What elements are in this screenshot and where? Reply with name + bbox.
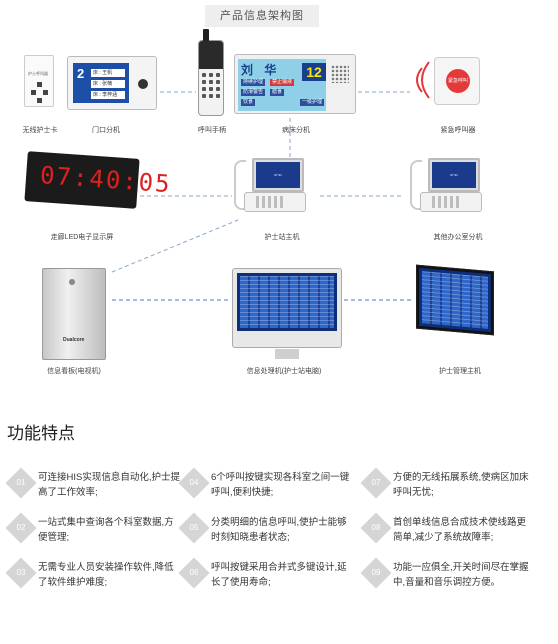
bed-tag: 饮食 <box>241 99 256 106</box>
card-screen-text: 护士呼叫器 <box>28 71 48 76</box>
connection-lines <box>111 91 414 301</box>
feature-text: 呼叫按键采用合并式多键设计,延长了使用寿命; <box>211 562 347 588</box>
led-label: 走廊LED电子显示屏 <box>50 234 114 241</box>
power-icon <box>69 279 75 285</box>
feature-number-badge: 08 <box>360 512 392 544</box>
feature-number-badge: 07 <box>360 467 392 499</box>
feature-number-badge: 04 <box>178 467 210 499</box>
led-display: 07:40:05 <box>24 151 172 209</box>
call-handset <box>198 29 224 116</box>
bed-unit-screen: 刘 华 12 持续护理 禁止输液 防滑警告 膳食 饮食 一级护理 <box>238 59 326 111</box>
station-screen-time: 07:31 <box>256 162 300 188</box>
handset-keypad <box>202 73 220 98</box>
patient-name: 刘 华 <box>241 63 281 77</box>
bed-tag: 防滑警告 <box>241 89 266 96</box>
feature-text: 功能一应俱全,开关时间尽在掌握中,音量和音乐调控方便。 <box>393 562 529 588</box>
nurse-station-host: 07:31 <box>234 158 306 218</box>
door-unit-number: 2 <box>77 66 85 81</box>
office-monitor: 07:31 <box>428 158 480 192</box>
bed-tag: 持续护理 <box>241 79 266 86</box>
tv-screen <box>419 267 491 333</box>
card-button-icon <box>31 90 36 95</box>
pc-stand <box>275 349 299 359</box>
pc-label: 信息处理机(护士站电脑) <box>246 368 322 375</box>
card-button-icon <box>37 82 42 87</box>
bed-number: 12 <box>302 63 326 81</box>
door-unit-screen: 2 床 : 王帆 床 : 张楠 床 : 李梓涵 <box>73 63 129 103</box>
diagram-title: 产品信息架构图 <box>205 5 319 27</box>
door-unit-row: 床 : 王帆 <box>91 69 125 77</box>
card-button-icon <box>43 90 48 95</box>
server-label: 信息看板(电视机) <box>47 368 101 375</box>
bed-tag: 膳食 <box>270 89 285 96</box>
features-heading: 功能特点 <box>7 424 75 443</box>
emergency-call-unit: 紧急呼叫 <box>434 57 480 105</box>
keypad-icon <box>432 196 460 208</box>
nurse-station-label: 护士站主机 <box>264 234 300 241</box>
door-unit-row: 床 : 张楠 <box>91 80 125 88</box>
handset-cord-icon <box>410 160 422 210</box>
card-button-icon <box>37 98 42 103</box>
door-unit-label: 门口分机 <box>92 127 120 134</box>
pc-screen <box>237 273 337 331</box>
feature-text: 方便的无线拓展系统,使病区加床呼叫无忧; <box>393 472 529 498</box>
bed-tag: 一级护理 <box>300 99 325 106</box>
station-monitor: 07:31 <box>252 158 304 192</box>
office-extension: 07:31 <box>410 158 482 218</box>
wireless-nurse-card: 护士呼叫器 <box>24 55 54 107</box>
feature-text: 分类明细的信息呼叫,使护士能够时刻知晓患者状态; <box>211 517 347 543</box>
wireless-card-label: 无线护士卡 <box>22 127 58 134</box>
speaker-icon <box>331 65 349 83</box>
feature-number-badge: 03 <box>5 557 37 589</box>
feature-number-badge: 09 <box>360 557 392 589</box>
feature-number-badge: 02 <box>5 512 37 544</box>
feature-text: 一站式集中查询各个科室数据,方便管理; <box>38 517 174 543</box>
camera-icon <box>138 79 148 89</box>
emergency-button: 紧急呼叫 <box>446 69 470 93</box>
nurse-management-tv <box>416 264 494 336</box>
tv-label: 护士管理主机 <box>439 368 481 375</box>
line-server-station <box>111 219 239 273</box>
handset-cord-icon <box>234 160 246 210</box>
keypad-icon <box>256 196 284 208</box>
info-processing-pc <box>232 268 342 359</box>
feature-text: 首创单线信息合成技术使线路更简单,减少了系统故障率; <box>393 517 527 543</box>
feature-text: 6个呼叫按键实现各科室之间一键呼叫,便利快捷; <box>211 472 350 498</box>
bed-unit: 刘 华 12 持续护理 禁止输液 防滑警告 膳食 饮食 一级护理 <box>234 54 356 114</box>
signal-waves-icon <box>416 61 430 99</box>
bed-unit-label: 病床分机 <box>282 127 310 134</box>
feature-number-badge: 06 <box>178 557 210 589</box>
bed-tag: 禁止输液 <box>270 79 295 86</box>
emergency-label: 紧急呼叫器 <box>440 127 476 134</box>
feature-text: 无需专业人员安装操作软件,降低了软件维护难度; <box>38 562 174 588</box>
info-board-server: Dualcore <box>42 268 106 360</box>
server-brand: Dualcore <box>63 337 85 343</box>
antenna-icon <box>203 29 209 43</box>
handset-top <box>199 41 223 69</box>
office-label: 其他办公室分机 <box>433 234 483 241</box>
door-unit: 2 床 : 王帆 床 : 张楠 床 : 李梓涵 <box>67 56 157 110</box>
feature-number-badge: 01 <box>5 467 37 499</box>
handset-label: 呼叫手柄 <box>198 127 226 134</box>
office-screen-time: 07:31 <box>432 162 476 188</box>
feature-text: 可连接HIS实现信息自动化,护士提高了工作效率; <box>38 472 180 498</box>
feature-number-badge: 05 <box>178 512 210 544</box>
door-unit-row: 床 : 李梓涵 <box>91 91 125 99</box>
